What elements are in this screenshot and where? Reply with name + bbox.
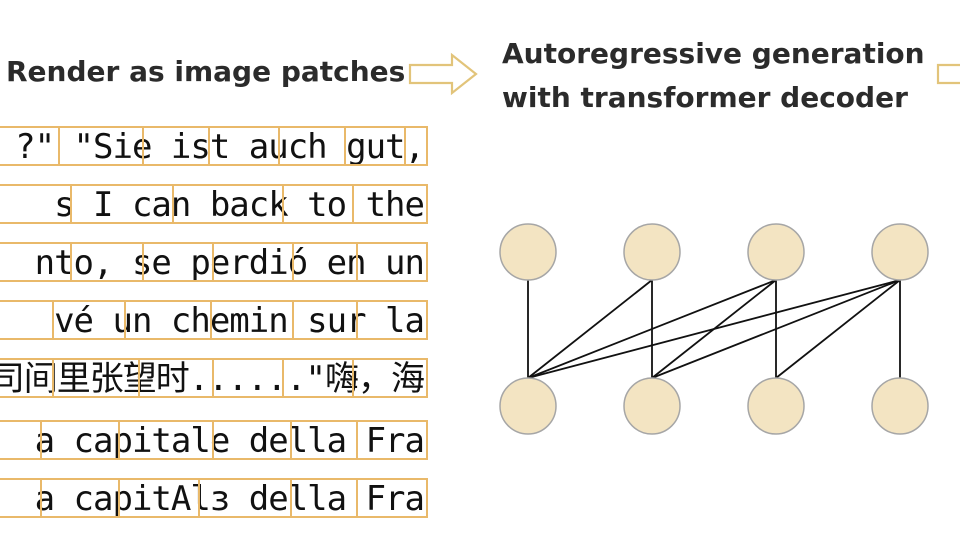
patch-cell-border [208, 128, 210, 164]
patch-cell-border [212, 360, 214, 396]
patch-cell-border [40, 480, 42, 516]
patch-row-text: a capitale della Fra [34, 421, 425, 460]
patch-cell-border [282, 186, 284, 222]
patch-cell-border [426, 186, 428, 222]
patch-cell-border [52, 302, 54, 338]
patch-cell-border [138, 360, 140, 396]
patch-cell-border [426, 244, 428, 280]
autoregressive-heading: Autoregressive generation with transform… [502, 32, 925, 120]
transformer-decoder-graph [499, 223, 929, 435]
image-patch-grid: ?" "Sie ist auch gut, s I can back to the… [0, 126, 428, 520]
patch-cell-border [210, 302, 212, 338]
patch-row: nto, se perdió en un [0, 242, 428, 282]
patch-cell-border [426, 302, 428, 338]
patch-row: ?" "Sie ist auch gut, [0, 126, 428, 166]
patch-cell-border [124, 302, 126, 338]
patch-cell-border [292, 244, 294, 280]
patch-cell-border [118, 422, 120, 458]
patch-cell-border [344, 128, 346, 164]
attention-edge [651, 279, 901, 379]
attention-edge [775, 279, 901, 379]
patch-cell-border [356, 422, 358, 458]
output-node [623, 223, 681, 281]
input-node [623, 377, 681, 435]
patch-cell-border [290, 422, 292, 458]
output-node [499, 223, 557, 281]
patch-cell-border [142, 244, 144, 280]
arrow-right-icon [408, 52, 478, 96]
patch-row: a capitale della Fra [0, 420, 428, 460]
patch-cell-border [352, 186, 354, 222]
patch-cell-border [198, 480, 200, 516]
patch-cell-border [426, 480, 428, 516]
patch-cell-border [278, 128, 280, 164]
patch-cell-border [352, 360, 354, 396]
attention-edge [527, 279, 653, 379]
patch-row-text: vé un chemin sur la [54, 301, 425, 340]
render-patches-heading: Render as image patches [6, 55, 406, 88]
arrow-right-partial-icon [936, 63, 960, 85]
patch-cell-border [40, 422, 42, 458]
patch-cell-border [212, 422, 214, 458]
patch-cell-border [58, 128, 60, 164]
attention-edge [527, 279, 901, 379]
autoregressive-heading-line-2: with transformer decoder [502, 81, 908, 114]
patch-cell-border [426, 360, 428, 396]
attention-edge [527, 279, 777, 379]
patch-cell-border [70, 244, 72, 280]
patch-cell-border [404, 128, 406, 164]
patch-cell-border [292, 302, 294, 338]
patch-row-text: a capitAlз della Fra [34, 479, 425, 518]
patch-cell-border [118, 480, 120, 516]
patch-cell-border [212, 244, 214, 280]
input-node [499, 377, 557, 435]
patch-row-text: nto, se perdió en un [34, 243, 425, 282]
patch-row: vé un chemin sur la [0, 300, 428, 340]
patch-row: 司间里张望时......"嗨，海 [0, 358, 428, 398]
patch-cell-border [356, 302, 358, 338]
autoregressive-heading-line-1: Autoregressive generation [502, 37, 925, 70]
patch-cell-border [70, 186, 72, 222]
patch-cell-border [356, 244, 358, 280]
patch-cell-border [426, 422, 428, 458]
patch-cell-border [426, 128, 428, 164]
input-node [747, 377, 805, 435]
input-node [871, 377, 929, 435]
output-node [747, 223, 805, 281]
patch-cell-border [52, 360, 54, 396]
patch-cell-border [356, 480, 358, 516]
patch-cell-border [290, 480, 292, 516]
patch-cell-border [282, 360, 284, 396]
patch-cell-border [142, 128, 144, 164]
patch-cell-border [172, 186, 174, 222]
patch-row-text: s I can back to the [54, 185, 425, 224]
output-node [871, 223, 929, 281]
patch-row: s I can back to the [0, 184, 428, 224]
patch-row: a capitAlз della Fra [0, 478, 428, 518]
patch-row-text: ?" "Sie ist auch gut, [15, 127, 425, 166]
